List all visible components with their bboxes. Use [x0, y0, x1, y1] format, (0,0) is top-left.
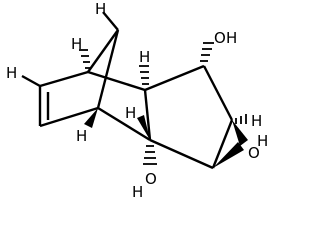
atom-label-epoxide-h-bottom: H: [257, 132, 268, 150]
atom-label-bottom-left-h: H: [76, 127, 87, 145]
bond-epoxide-cc: [211, 119, 234, 169]
atom-label-epoxide-o: O: [248, 144, 260, 162]
atom-label-oh-top-o: O: [214, 29, 226, 47]
wedge-bond-ring-bottom-h: [137, 115, 150, 140]
atom-label-ring-bottom-h: H: [125, 104, 136, 122]
bond-bridgehead-fusion-top: [87, 70, 146, 92]
bond-bridgehead-alkene-top: [39, 70, 89, 88]
atom-label-top-left-h: H: [71, 35, 82, 53]
bond-bridge-h: [102, 11, 119, 31]
bond-bridgehead-fusion-bottom: [97, 106, 151, 142]
hashed-bond-top-left-h: [79, 49, 91, 69]
bond-bridge-bridgehead-bottom: [96, 29, 120, 109]
atom-label-oh-top-h: H: [226, 29, 237, 47]
wedge-bond-bottom-left-h: [84, 108, 98, 128]
chemical-structure-diagram: H H H H H H O H O H O H H: [6, 0, 268, 201]
bond-alkene-h: [21, 74, 41, 88]
bond-fusion-cohtop: [144, 64, 205, 92]
hashed-bond-oh-bottom: [143, 145, 157, 165]
atom-label-oh-bottom-o: O: [145, 170, 157, 188]
hashed-bond-ring-top-h: [139, 65, 149, 85]
atom-label-ring-top-h: H: [139, 48, 150, 66]
atom-label-epoxide-h-top: H: [251, 112, 262, 130]
bond-skeleton: [21, 11, 234, 170]
bond-epoxide-cohbottom: [149, 138, 214, 170]
atom-label-oh-bottom-h: H: [132, 183, 143, 201]
atom-label-alkene-h: H: [6, 64, 17, 82]
wedge-bond-epoxide-o-top: [232, 120, 248, 146]
bond-fusion: [143, 89, 152, 141]
bond-coh-epoxide-top: [202, 65, 234, 121]
hashed-bond-oh-top: [200, 42, 214, 62]
bond-alkene-bridgehead-bottom: [39, 106, 99, 128]
wedge-bond-epoxide-o-bottom: [213, 142, 244, 168]
hashed-bond-epoxide-h-top: [235, 114, 247, 124]
atom-label-bridge-h: H: [95, 0, 106, 18]
bond-bridge-bridgehead-top: [87, 29, 119, 73]
